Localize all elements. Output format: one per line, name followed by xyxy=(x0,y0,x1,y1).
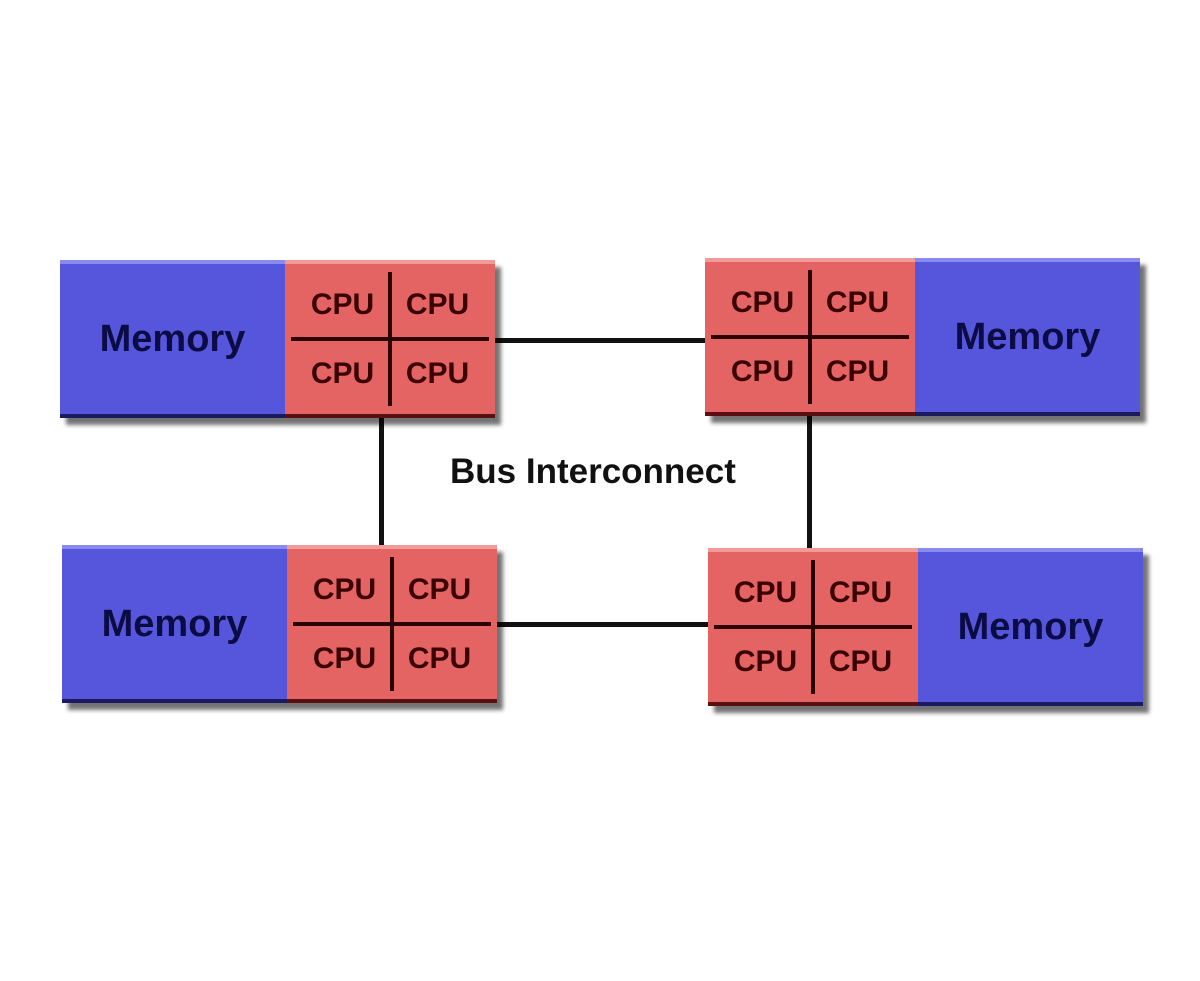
cpu-group: CPU CPU CPU CPU xyxy=(705,258,915,416)
cpu: CPU xyxy=(407,572,472,606)
memory-block: Memory xyxy=(60,260,285,418)
cpu-group: CPU CPU CPU CPU xyxy=(287,545,497,703)
cpu: CPU xyxy=(310,356,375,390)
cpu: CPU xyxy=(828,575,893,609)
bus-line-top xyxy=(495,338,707,343)
memory-block: Memory xyxy=(62,545,287,703)
cpu: CPU xyxy=(733,644,798,678)
memory-block: Memory xyxy=(915,258,1140,416)
cpu: CPU xyxy=(407,641,472,675)
bus-interconnect-label: Bus Interconnect xyxy=(450,452,736,491)
node-top-right: CPU CPU CPU CPU Memory xyxy=(705,258,1140,416)
cpu: CPU xyxy=(312,641,377,675)
cpu: CPU xyxy=(312,572,377,606)
cpu: CPU xyxy=(730,354,795,388)
cpu: CPU xyxy=(405,356,470,390)
bus-line-right xyxy=(807,413,812,549)
node-bottom-right: CPU CPU CPU CPU Memory xyxy=(708,548,1143,706)
node-bottom-left: Memory CPU CPU CPU CPU xyxy=(62,545,497,703)
cpu: CPU xyxy=(825,285,890,319)
cpu-group: CPU CPU CPU CPU xyxy=(708,548,918,706)
bus-line-bottom xyxy=(495,622,709,627)
memory-block: Memory xyxy=(918,548,1143,706)
cpu: CPU xyxy=(825,354,890,388)
cpu: CPU xyxy=(733,575,798,609)
cpu-group: CPU CPU CPU CPU xyxy=(285,260,495,418)
cpu: CPU xyxy=(730,285,795,319)
cpu: CPU xyxy=(828,644,893,678)
bus-line-left xyxy=(379,418,384,548)
cpu: CPU xyxy=(310,287,375,321)
cpu: CPU xyxy=(405,287,470,321)
node-top-left: Memory CPU CPU CPU CPU xyxy=(60,260,495,418)
